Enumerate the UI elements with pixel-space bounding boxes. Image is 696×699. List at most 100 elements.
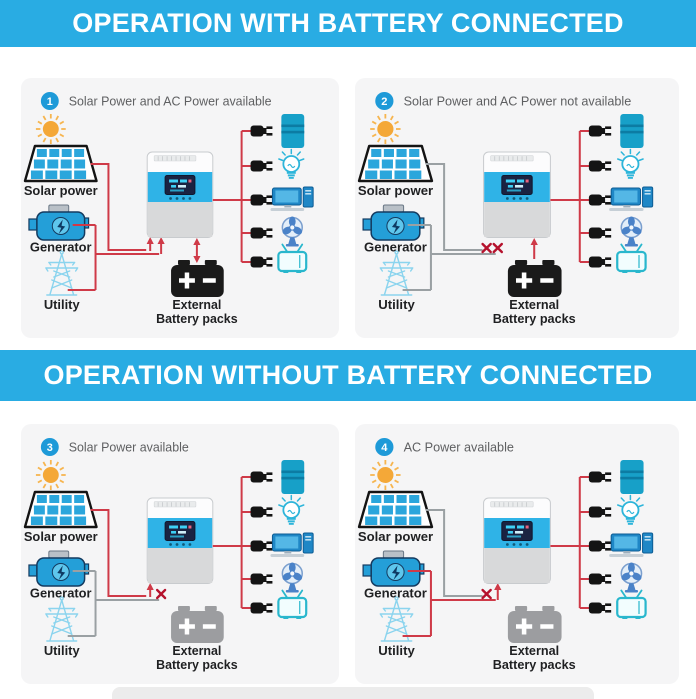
solar-panel-icon [23,490,98,529]
computer-icon [609,532,654,557]
utility-label: Utility [378,643,415,658]
computer-icon [270,186,314,211]
plug-icon [588,160,612,172]
plug-icon [588,471,612,483]
ac-input-arrow [157,237,165,254]
panel-solar-and-ac-available: 1 Solar Power and AC Power available [21,78,339,338]
battery-label-line2: Battery packs [493,658,576,672]
inverter-display [164,521,196,541]
panel-title: Solar Power available [69,440,189,454]
battery-label-line2: Battery packs [156,658,237,672]
inverter-display [164,175,196,195]
inverter-buttons [505,543,529,546]
ac-line [67,224,160,291]
solar-line [90,509,147,597]
light-bulb-icon [278,148,305,179]
load-distribution-lines [212,130,252,263]
panel-solar-and-ac-not-available: 2 Solar Power and AC Power not available [355,78,679,338]
battery-link [193,238,201,263]
generator-icon [362,204,425,241]
plug-icon [588,227,612,239]
generator-label: Generator [364,586,427,601]
fan-icon [620,562,643,593]
inverter [146,151,214,238]
battery-icon [171,606,224,643]
plug-icon [588,125,612,137]
inverter [483,497,551,584]
solar-input-cross [481,588,492,600]
battery-link [530,238,538,259]
battery-icon [507,260,562,297]
fan-icon [620,216,643,247]
utility-tower-icon [45,596,79,642]
battery-label-line1: External [172,298,221,312]
plug-icon [250,602,273,614]
sun-icon [370,114,401,144]
ac-input-cross [492,242,504,254]
inverter-buttons [505,197,529,200]
light-bulb-icon [616,494,644,525]
utility-tower-icon [45,250,79,296]
plug-icon [250,194,273,206]
solar-panel-icon [357,144,434,183]
refrigerator-icon [620,460,644,494]
computer-icon [270,532,314,557]
panel-diagram: 2 Solar Power and AC Power not available [357,92,654,326]
battery-label-line2: Battery packs [156,312,237,326]
solar-line [425,163,483,251]
ac-line [402,570,496,637]
fan-icon [281,562,303,593]
refrigerator-icon [281,460,305,494]
tv-icon [616,589,647,619]
plug-icon [588,194,612,206]
inverter-display [501,521,533,541]
refrigerator-icon [281,114,305,148]
panel-title: AC Power available [404,441,514,455]
step-number-badge [40,92,59,110]
inverter [146,497,214,584]
step-number-badge [375,92,394,110]
banner-with-battery: OPERATION WITH BATTERY CONNECTED [0,0,696,47]
plug-icon [250,540,273,552]
tv-icon [277,589,308,619]
battery-label-line1: External [509,644,559,658]
step-number-badge [375,438,394,456]
plug-icon [250,506,273,518]
solar-power-label: Solar power [358,183,433,198]
vent-grill [153,155,197,162]
solar-power-label: Solar power [24,183,98,198]
generator-icon [28,204,90,241]
panel-diagram: 1 Solar Power and AC Power available [23,92,314,326]
solar-input-cross [481,242,492,254]
panel-solar-available: 3 Solar Power available Solar power [21,424,339,684]
sun-icon [35,460,66,490]
panel-diagram: 3 Solar Power available Solar power [23,438,314,672]
step-number: 4 [381,442,388,454]
utility-tower-icon [379,596,414,642]
refrigerator-icon [620,114,644,148]
load-distribution-lines [550,476,590,609]
vent-grill [490,155,534,162]
plug-icon [588,506,612,518]
plug-icon [250,471,273,483]
vent-grill [153,501,197,508]
utility-label: Utility [44,643,81,658]
step-number: 2 [381,96,387,108]
inverter-display [501,175,533,195]
generator-label: Generator [364,240,427,255]
solar-line [90,163,147,251]
ac-line [402,224,496,291]
light-bulb-icon [278,494,305,525]
inverter-buttons [169,543,192,546]
plug-icon [250,573,273,585]
generator-label: Generator [30,585,92,600]
inverter-buttons [169,197,192,200]
plug-icon [250,256,273,268]
sun-icon [370,460,401,490]
tv-icon [616,243,647,273]
solar-power-label: Solar power [24,529,98,544]
cropped-next-section-edge [112,687,594,699]
panel-title: Solar Power and AC Power available [69,94,272,108]
computer-icon [609,186,654,211]
inverter [483,151,551,238]
